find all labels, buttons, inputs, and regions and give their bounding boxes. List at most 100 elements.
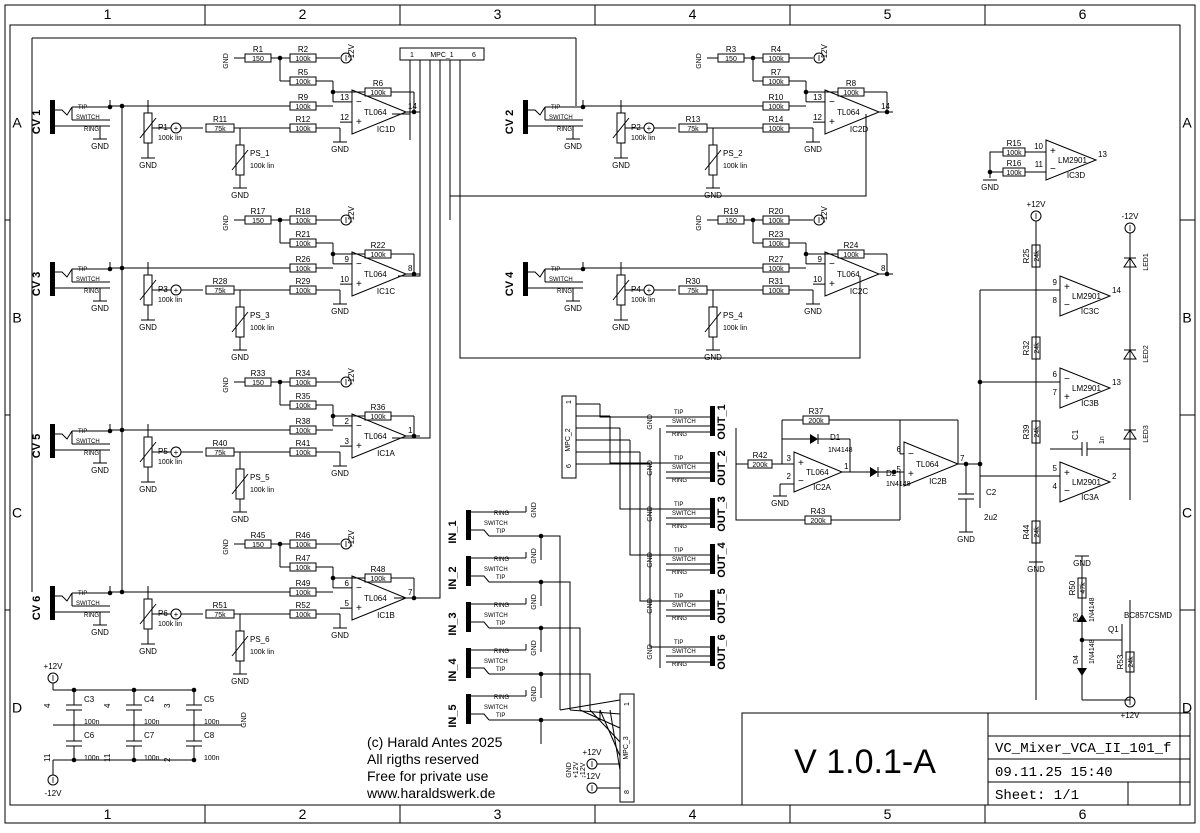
opamp-triangle: [824, 89, 881, 135]
copyright-block: (c) Harald Antes 2025 All rigths reserve…: [366, 734, 503, 801]
ps-name: PS_2: [723, 149, 743, 158]
out-jack-body: [710, 590, 715, 620]
resistor-value: 100k: [843, 252, 859, 259]
ps-pot-arrow: [231, 311, 249, 333]
rail-label: +12V: [44, 662, 64, 671]
mpc3-wire: [541, 535, 561, 710]
opamp-ref: IC2D: [850, 125, 868, 134]
pot-arrow: [139, 279, 157, 301]
cv-jack-label: CV 4: [504, 271, 516, 296]
jack-ring-label: RING: [672, 662, 687, 668]
q1-value: BC857CSMD: [1124, 611, 1172, 620]
gnd-label: GND: [531, 548, 538, 564]
rail-label: +12V: [1121, 711, 1141, 720]
resistor-name: R38: [296, 417, 311, 426]
junction-dot: [277, 379, 283, 385]
pin-number: 2: [1112, 472, 1117, 481]
ground-label: GND: [139, 485, 157, 494]
resistor-value: 100k: [295, 403, 311, 410]
jack-ring-label: RING: [557, 289, 572, 295]
column-label-bottom: 5: [884, 806, 892, 822]
pin-number: 9: [345, 255, 350, 264]
ground-symbol: GND: [804, 141, 822, 154]
resistor-name: R53: [1116, 654, 1125, 669]
mpc3-wire: [589, 709, 621, 743]
ground-symbol: GND: [331, 141, 349, 154]
opamp-minus-sign: −: [798, 476, 804, 487]
pin-number: 12: [813, 113, 822, 122]
pin-number: 3: [345, 437, 350, 446]
rail-label: +12V: [573, 761, 580, 778]
rail-circle: [813, 52, 825, 64]
jack-ring-label: RING: [494, 603, 509, 609]
resistor-value: 100k: [768, 218, 784, 225]
mpc2-wire: [639, 452, 666, 602]
out-jack-label: OUT_4: [716, 541, 728, 577]
input-jacks: IN_1RINGSWITCHTIPGNDIN_2RINGSWITCHTIPGND…: [447, 502, 621, 771]
copyright-line-1: (c) Harald Antes 2025: [367, 734, 503, 750]
jack-ring-label: RING: [672, 478, 687, 484]
gnd-label: GND: [531, 502, 538, 518]
out-jack-label: OUT_1: [716, 404, 728, 439]
junction-dot: [191, 757, 197, 763]
opamp-plus-sign: +: [829, 117, 835, 128]
resistor-name: R21: [296, 230, 311, 239]
comparator-section: −+LM2901IC3D101113100kR15100kR16GND+12V-…: [977, 139, 1172, 720]
opamp-type: TL064: [364, 270, 387, 279]
ground-symbol: GND: [231, 187, 249, 200]
pin-number: 3: [787, 454, 792, 463]
copyright-line-3: Free for private use: [367, 768, 489, 784]
opamp-type: TL064: [837, 270, 860, 279]
resistor-value: 100k: [768, 266, 784, 273]
rail-circle: [340, 538, 352, 550]
jack-tip-contact: [528, 268, 546, 278]
mpc1-to-ic2d: [449, 60, 867, 197]
jack-tip-label: TIP: [674, 594, 683, 600]
jack-tip-label: TIP: [674, 502, 683, 508]
power-rail-symbol: -12V: [340, 367, 356, 388]
ground-label: GND: [771, 499, 789, 508]
jack-switch-label: SWITCH: [672, 557, 696, 563]
gnd-label: GND: [223, 215, 230, 231]
ground-symbol: GND: [564, 300, 582, 313]
ground-label: GND: [91, 142, 109, 151]
row-label-right: A: [1182, 115, 1192, 131]
opamp-type: LM2901: [1058, 156, 1087, 165]
column-label-top: 2: [299, 6, 307, 22]
opamp-type: TL064: [806, 468, 829, 477]
ground-label: GND: [91, 304, 109, 313]
junction-dot: [119, 589, 125, 595]
resistor-value: 200k: [752, 462, 768, 469]
resistor: 200k R42: [747, 451, 773, 469]
pin-number: 7: [960, 454, 965, 463]
mpc1-label: MPC_1: [430, 52, 453, 59]
junction-dot: [277, 217, 283, 223]
mpc3-wire: [541, 581, 571, 710]
resistor-name: R17: [251, 207, 266, 216]
jack-tip-label: TIP: [551, 105, 560, 111]
resistor-name: R10: [769, 93, 784, 102]
resistor-value: 100k: [768, 104, 784, 111]
in-jack-label: IN_3: [447, 612, 459, 635]
jack-switch-label: SWITCH: [484, 521, 508, 527]
resistor-value: 150: [725, 218, 737, 225]
opamp-triangle: [1045, 139, 1098, 181]
resistor-value: 100k: [295, 380, 311, 387]
mpc2-pin-1: 1: [566, 400, 573, 404]
resistor-name: R42: [753, 451, 768, 460]
pin-number: 10: [340, 275, 349, 284]
resistor-value: 150: [252, 542, 264, 549]
out-jack-label: OUT_5: [716, 588, 728, 623]
resistor-value: 75k: [214, 126, 226, 133]
sum-sign: +: [174, 124, 179, 133]
jack-body: [523, 262, 528, 296]
mpc2-body: [561, 395, 577, 479]
pin-number: 5: [897, 465, 902, 474]
